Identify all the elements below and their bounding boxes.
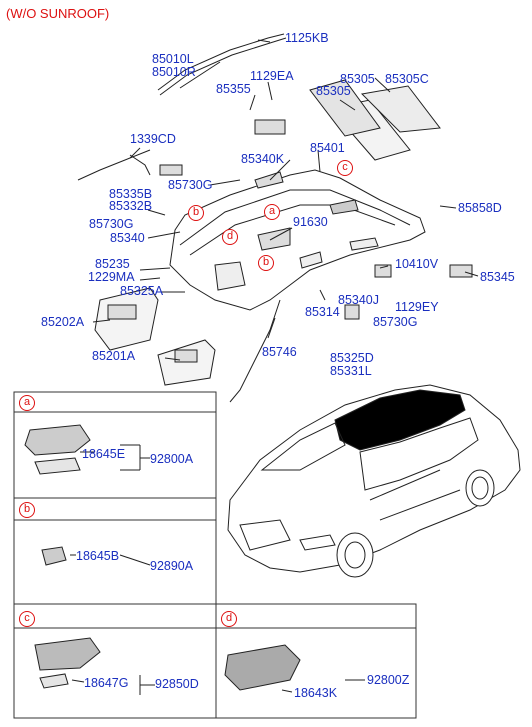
label-92800Z: 92800Z: [367, 673, 410, 687]
label-85314: 85314: [305, 305, 340, 319]
roof-highlight: [334, 389, 466, 451]
label-85325A: 85325A: [120, 284, 164, 298]
label-85730G-a: 85730G: [168, 178, 213, 192]
label-85355: 85355: [216, 82, 251, 96]
label-85730G-c: 85730G: [373, 315, 418, 329]
label-85730G-b: 85730G: [89, 217, 134, 231]
map-lamp-d: [214, 261, 246, 291]
label-1129EY: 1129EY: [395, 300, 439, 314]
roof-panel-2: [309, 79, 381, 137]
label-92800A: 92800A: [150, 452, 194, 466]
label-85305-b: 85305: [316, 84, 351, 98]
label-85325D: 85325D: [330, 351, 374, 365]
label-10410V: 10410V: [395, 257, 439, 271]
label-85340K: 85340K: [241, 152, 285, 166]
label-92850D: 92850D: [155, 677, 199, 691]
callout-b-main-2: b: [258, 255, 274, 271]
label-92890A: 92890A: [150, 559, 194, 573]
label-85305-a: 85305: [340, 72, 375, 86]
label-85331L: 85331L: [330, 364, 372, 378]
callout-c-main: c: [337, 160, 353, 176]
label-85401: 85401: [310, 141, 345, 155]
roof-panel-3: [360, 85, 441, 133]
callout-b-panel: b: [19, 502, 35, 518]
label-1129EA: 1129EA: [250, 69, 294, 83]
label-18645E: 18645E: [82, 447, 126, 461]
label-18643K: 18643K: [294, 686, 338, 700]
car-illustration: [227, 384, 521, 578]
callout-b-main: b: [188, 205, 204, 221]
detail-box-d: [215, 603, 417, 719]
label-85858D: 85858D: [458, 201, 502, 215]
callout-c-panel: c: [19, 611, 35, 627]
callout-a-main: a: [264, 204, 280, 220]
diagram-title: (W/O SUNROOF): [6, 6, 110, 21]
label-85746: 85746: [262, 345, 297, 359]
label-85010R: 85010R: [152, 65, 196, 79]
label-85010L: 85010L: [152, 52, 194, 66]
label-85340J: 85340J: [338, 293, 380, 307]
label-85305C: 85305C: [385, 72, 429, 86]
label-18645B: 18645B: [76, 549, 120, 563]
label-85340: 85340: [110, 231, 145, 245]
callout-d-panel: d: [221, 611, 237, 627]
label-1339CD: 1339CD: [130, 132, 176, 146]
lamp-c: [329, 199, 359, 215]
label-85235: 85235: [95, 257, 130, 271]
callout-d-main: d: [222, 229, 238, 245]
label-85202A: 85202A: [41, 315, 85, 329]
label-85345: 85345: [480, 270, 515, 284]
label-1125KB: 1125KB: [285, 31, 329, 45]
label-1229MA: 1229MA: [88, 270, 135, 284]
label-85332B: 85332B: [109, 199, 153, 213]
callout-a-panel: a: [19, 395, 35, 411]
label-85335B: 85335B: [109, 187, 153, 201]
label-91630: 91630: [293, 215, 328, 229]
label-85201A: 85201A: [92, 349, 136, 363]
label-18647G: 18647G: [84, 676, 129, 690]
